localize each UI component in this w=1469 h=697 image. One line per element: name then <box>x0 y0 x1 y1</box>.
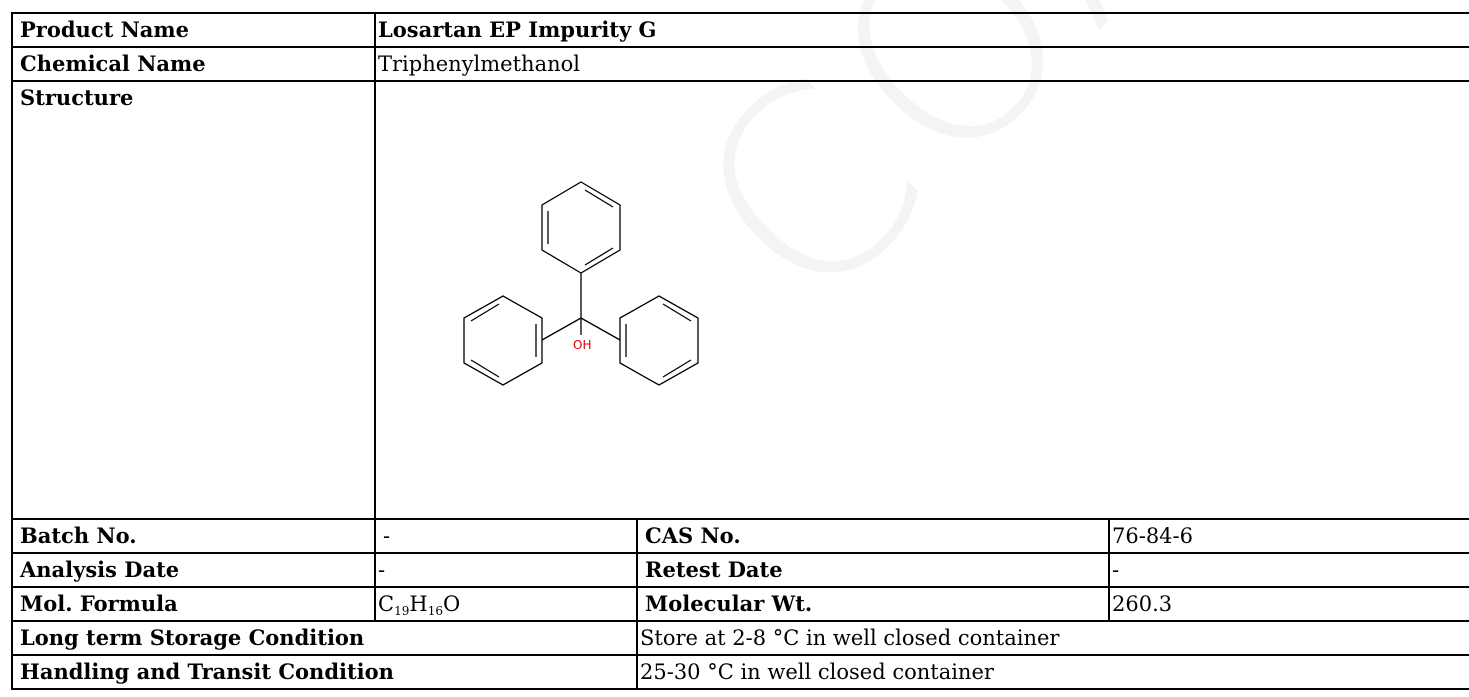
handling-label: Handling and Transit Condition <box>11 654 638 690</box>
storage-label: Long term Storage Condition <box>11 620 638 656</box>
row-structure: Structure <box>11 80 1469 520</box>
hydroxyl-label: OH <box>573 338 591 352</box>
cas-no-value: 76-84-6 <box>1107 518 1469 554</box>
structure-cell: OH <box>373 80 1469 520</box>
row-storage: Long term Storage Condition Store at 2-8… <box>11 620 1469 656</box>
retest-date-value: - <box>1107 552 1469 588</box>
coa-table: Product Name Losartan EP Impurity G Chem… <box>11 12 1469 690</box>
product-name-value: Losartan EP Impurity G <box>373 12 1469 48</box>
batch-no-value: - <box>374 518 638 554</box>
retest-date-label: Retest Date <box>636 552 1110 588</box>
batch-no-label: Batch No. <box>11 518 376 554</box>
row-batch-cas: Batch No. - CAS No. 76-84-6 <box>11 518 1469 554</box>
analysis-date-label: Analysis Date <box>11 552 376 588</box>
chemical-name-label: Chemical Name <box>11 46 376 82</box>
mol-formula-value: C19H16O <box>374 586 638 622</box>
molecular-wt-value: 260.3 <box>1107 586 1469 622</box>
analysis-date-value: - <box>374 552 638 588</box>
chemical-name-value: Triphenylmethanol <box>373 46 1469 82</box>
molecular-wt-label: Molecular Wt. <box>636 586 1110 622</box>
row-analysis-retest: Analysis Date - Retest Date - <box>11 552 1469 588</box>
mol-formula-label: Mol. Formula <box>11 586 376 622</box>
row-product-name: Product Name Losartan EP Impurity G <box>11 12 1469 48</box>
handling-value: 25-30 °C in well closed container <box>635 654 1469 690</box>
row-chemical-name: Chemical Name Triphenylmethanol <box>11 46 1469 82</box>
row-formula-weight: Mol. Formula C19H16O Molecular Wt. 260.3 <box>11 586 1469 622</box>
molecule-structure-image: OH <box>463 181 699 386</box>
product-name-label: Product Name <box>11 12 376 48</box>
structure-label: Structure <box>11 80 376 520</box>
cas-no-label: CAS No. <box>636 518 1110 554</box>
row-handling: Handling and Transit Condition 25-30 °C … <box>11 654 1469 690</box>
storage-value: Store at 2-8 °C in well closed container <box>635 620 1469 656</box>
